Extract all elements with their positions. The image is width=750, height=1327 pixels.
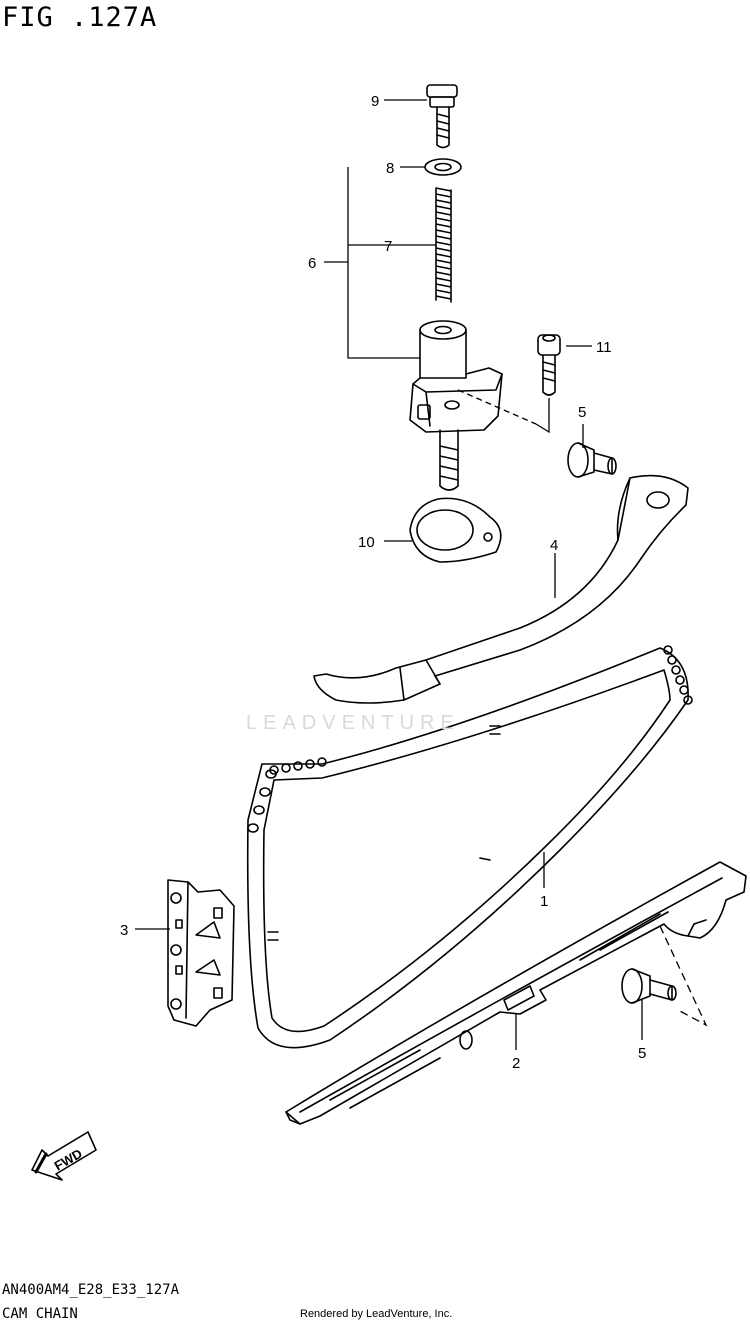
- part-1-cam-chain: [246, 645, 693, 1049]
- watermark: LEADVENTURE: [246, 712, 460, 734]
- callout-3: 3: [120, 922, 128, 939]
- part-5-pin-bolt-lower: [621, 968, 677, 1004]
- part-10-gasket: [409, 497, 502, 563]
- fwd-arrow-icon: [31, 1131, 97, 1181]
- callout-5-upper: 5: [578, 404, 586, 421]
- callout-6: 6: [308, 255, 316, 272]
- callout-5-lower: 5: [638, 1045, 646, 1062]
- figure-caption: CAM CHAIN: [2, 1306, 78, 1322]
- part-2-chain-guide: [285, 861, 747, 1125]
- callout-8: 8: [386, 160, 394, 177]
- model-code: AN400AM4_E28_E33_127A: [2, 1282, 180, 1298]
- leader-lines: [135, 99, 708, 1050]
- callout-4: 4: [550, 537, 558, 554]
- part-9-bolt: [426, 84, 458, 149]
- part-5-pin-bolt-upper: [567, 442, 617, 478]
- callout-11: 11: [596, 339, 612, 356]
- callout-2: 2: [512, 1055, 520, 1072]
- part-6-tensioner: [409, 320, 503, 491]
- figure-title: FIG .127A: [2, 2, 158, 33]
- callout-7: 7: [384, 238, 392, 255]
- callout-9: 9: [371, 93, 379, 110]
- callout-1: 1: [540, 893, 548, 910]
- part-7-spring: [435, 187, 452, 303]
- rendered-by-credit: Rendered by LeadVenture, Inc.: [300, 1308, 453, 1320]
- callout-10: 10: [358, 534, 375, 551]
- part-8-washer: [424, 158, 462, 176]
- part-3-chain-guide: [167, 879, 235, 1027]
- part-11-bolt: [537, 334, 561, 396]
- part-4-tensioner-guide: [313, 474, 689, 704]
